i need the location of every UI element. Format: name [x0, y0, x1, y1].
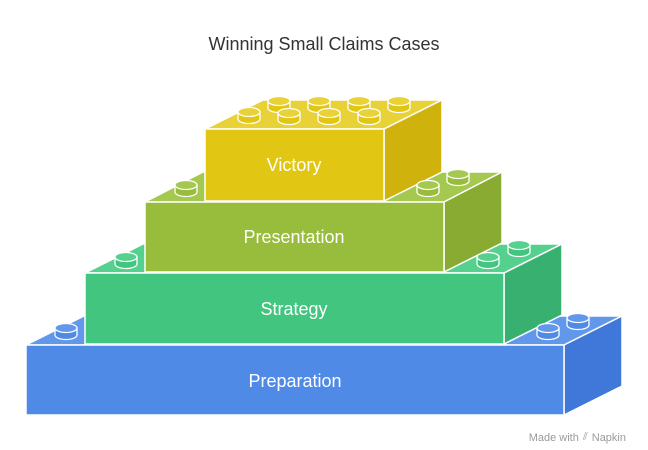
block-stud — [317, 107, 341, 126]
block-stud — [566, 312, 590, 331]
footer-text: Made with — [528, 431, 579, 444]
presentation-block-front — [144, 201, 445, 273]
layer-label-preparation: Preparation — [248, 371, 341, 391]
victory-block-front — [204, 128, 385, 202]
made-with-footer: Made with ⫽ Napkin — [529, 431, 626, 444]
block-stud — [54, 322, 78, 341]
block-studs — [54, 95, 590, 341]
layer-label-strategy: Strategy — [260, 299, 327, 319]
layer-label-victory: Victory — [267, 155, 322, 175]
block-stud — [277, 107, 301, 126]
block-stud — [357, 107, 381, 126]
preparation-block-front — [25, 344, 565, 416]
block-stud — [114, 251, 138, 270]
block-stud — [446, 168, 470, 187]
strategy-block-front — [84, 272, 505, 345]
block-stud — [536, 322, 560, 341]
block-stud — [416, 179, 440, 198]
block-stud — [507, 239, 531, 258]
block-stud — [476, 251, 500, 270]
block-stud — [387, 95, 411, 114]
napkin-logo-icon: ⫽ — [582, 431, 588, 443]
block-stud — [174, 179, 198, 198]
layer-victory: Victory — [204, 98, 443, 203]
layer-label-presentation: Presentation — [243, 227, 344, 247]
footer-brand: Napkin — [591, 431, 626, 444]
block-stud — [237, 106, 261, 125]
diagram-title: Winning Small Claims Cases — [208, 34, 440, 54]
